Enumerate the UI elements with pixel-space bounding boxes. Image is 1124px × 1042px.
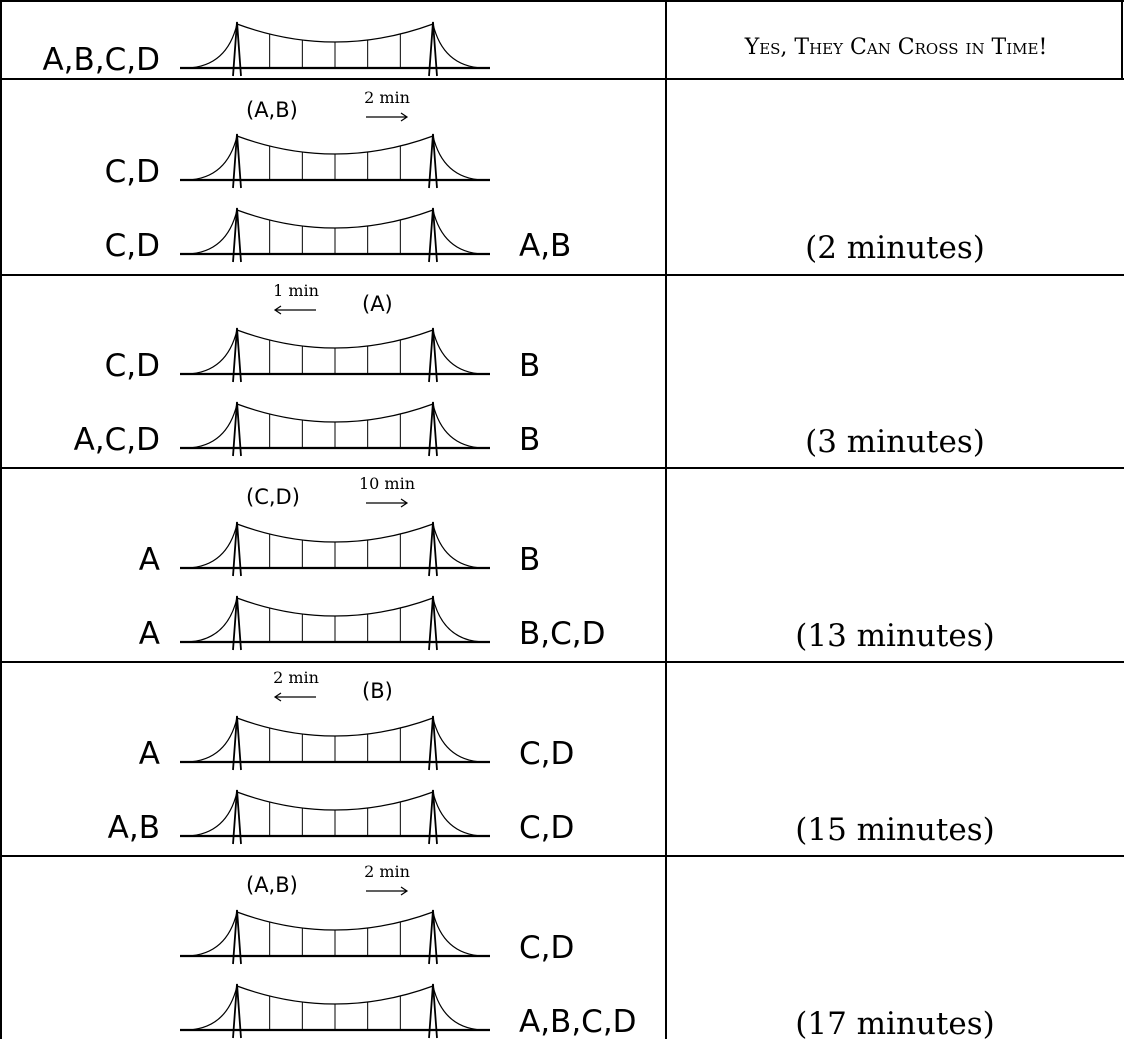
left-bank-before: C,D	[104, 348, 160, 384]
row-divider	[0, 467, 1124, 469]
elapsed-total: (2 minutes)	[805, 230, 985, 266]
crossing-time: 10 min	[358, 474, 416, 493]
bridge-icon	[180, 133, 490, 189]
left-bank-after: A,B	[107, 810, 160, 846]
bridge-icon	[180, 207, 490, 263]
crossing-people: (C,D)	[246, 485, 300, 509]
crossing-people: (A)	[362, 292, 393, 316]
arrow-left-icon	[273, 305, 316, 315]
crossing-people: (A,B)	[246, 98, 298, 122]
crossing-people: (B)	[362, 679, 393, 703]
bridge-icon	[180, 401, 490, 457]
right-bank-after: A,B	[519, 228, 572, 264]
left-bank-after: C,D	[104, 228, 160, 264]
right-bank-before: C,D	[519, 930, 575, 966]
bridge-icon	[180, 789, 490, 845]
left-bank-after: A	[138, 616, 160, 652]
left-bank-before: A	[138, 736, 160, 772]
row-divider	[0, 855, 1124, 857]
left-bank-before: C,D	[104, 154, 160, 190]
right-bank-before: C,D	[519, 736, 575, 772]
table-column-divider	[665, 0, 667, 1039]
start-left-bank: A,B,C,D	[42, 42, 160, 78]
arrow-right-icon	[366, 886, 409, 896]
right-bank-after: B,C,D	[519, 616, 606, 652]
row-divider	[0, 274, 1124, 276]
bridge-icon	[180, 909, 490, 965]
table-top-border	[0, 0, 666, 2]
row-divider	[0, 78, 1124, 80]
bridge-icon	[180, 983, 490, 1039]
right-bank-after: C,D	[519, 810, 575, 846]
arrow-right-icon	[366, 498, 409, 508]
right-bank-before: B	[519, 348, 541, 384]
bridge-icon	[180, 21, 490, 77]
arrow-right-icon	[366, 112, 409, 122]
row-divider	[0, 661, 1124, 663]
right-bank-after: A,B,C,D	[519, 1004, 637, 1040]
bridge-icon	[180, 715, 490, 771]
elapsed-total: (13 minutes)	[795, 618, 995, 654]
crossing-time: 2 min	[273, 668, 319, 687]
crossing-time: 2 min	[364, 862, 410, 881]
bridge-icon	[180, 327, 490, 383]
elapsed-total: (17 minutes)	[795, 1006, 995, 1042]
arrow-left-icon	[273, 692, 316, 702]
right-bank-after: B	[519, 422, 541, 458]
table-left-border	[0, 0, 2, 1039]
elapsed-total: (3 minutes)	[805, 424, 985, 460]
left-bank-before: A	[138, 542, 160, 578]
bridge-icon	[180, 595, 490, 651]
table-top-border-right	[666, 0, 1124, 2]
result-text: Yes, They Can Cross in Time!	[744, 35, 1048, 60]
right-bank-before: B	[519, 542, 541, 578]
crossing-time: 1 min	[273, 281, 319, 300]
left-bank-after: A,C,D	[73, 422, 160, 458]
crossing-people: (A,B)	[246, 873, 298, 897]
bridge-icon	[180, 521, 490, 577]
crossing-time: 2 min	[364, 88, 410, 107]
table-right-border	[1121, 0, 1123, 80]
elapsed-total: (15 minutes)	[795, 812, 995, 848]
